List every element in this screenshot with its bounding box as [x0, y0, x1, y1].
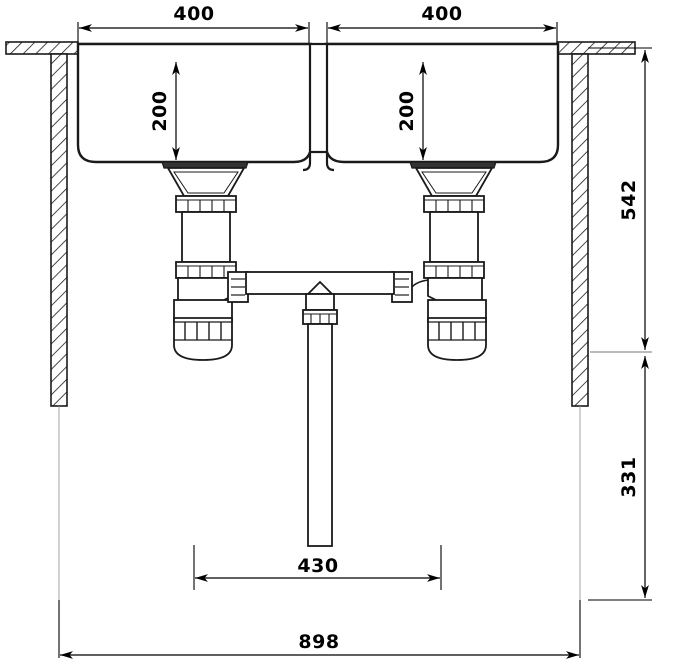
right-upper-collar [423, 195, 485, 213]
center-tee-junction [302, 280, 338, 325]
divider-right-foot [325, 152, 335, 172]
dimension-top-widths: 400 400 [77, 3, 558, 50]
dim-label-upper-height: 542 [618, 179, 640, 220]
right-cabinet-wall-hatched [571, 53, 589, 407]
left-outlet-nut [227, 271, 249, 303]
center-divider [302, 42, 335, 172]
right-bottle-trap [409, 167, 494, 361]
dimension-overall-width: 898 [58, 600, 581, 659]
left-lower-collar [175, 261, 237, 279]
dimension-drain-spacing: 430 [193, 545, 442, 590]
left-bottle-trap [166, 167, 251, 361]
right-drain-flange [409, 161, 497, 169]
left-sink-bowl [76, 42, 313, 169]
right-trap-bowl [427, 317, 487, 361]
left-trap-shoulder [177, 277, 233, 303]
dim-label-left-depth: 200 [149, 90, 171, 131]
dim-label-bowl-left-width: 400 [173, 3, 214, 25]
right-sink-bowl [324, 42, 560, 169]
divider-left-foot [302, 152, 312, 172]
left-upper-collar [175, 195, 237, 213]
divider-body [308, 42, 329, 154]
dimension-right-bowl-depth: 200 [396, 62, 427, 160]
dimension-left-bowl-depth: 200 [149, 62, 180, 160]
countertop-left-hatched [5, 41, 79, 55]
vertical-waste-pipe [307, 323, 333, 547]
dim-label-lower-height: 331 [618, 456, 640, 497]
right-lower-collar [423, 261, 485, 279]
right-wall-body [571, 53, 589, 407]
left-trap-bowl [173, 317, 233, 361]
left-cabinet-wall-hatched [50, 53, 68, 407]
dimension-right-heights: 542 331 [588, 47, 652, 601]
left-drain-flange [161, 161, 249, 169]
tee-body [305, 293, 335, 311]
dim-label-overall-width: 898 [298, 631, 339, 653]
left-wall-body [50, 53, 68, 407]
left-tailpipe [181, 211, 231, 263]
right-trap-shoulder [427, 277, 483, 303]
dim-label-right-depth: 200 [396, 90, 418, 131]
downpipe-body [307, 323, 333, 547]
left-bowl-outline [76, 42, 313, 164]
left-waste-cone-inner [173, 171, 239, 194]
right-waste-cone-inner [421, 171, 487, 194]
dim-label-drain-spacing: 430 [297, 555, 338, 577]
right-tailpipe [429, 211, 479, 263]
right-bowl-outline [324, 42, 560, 164]
dim-label-bowl-right-width: 400 [421, 3, 462, 25]
right-outlet-nut [391, 271, 413, 303]
